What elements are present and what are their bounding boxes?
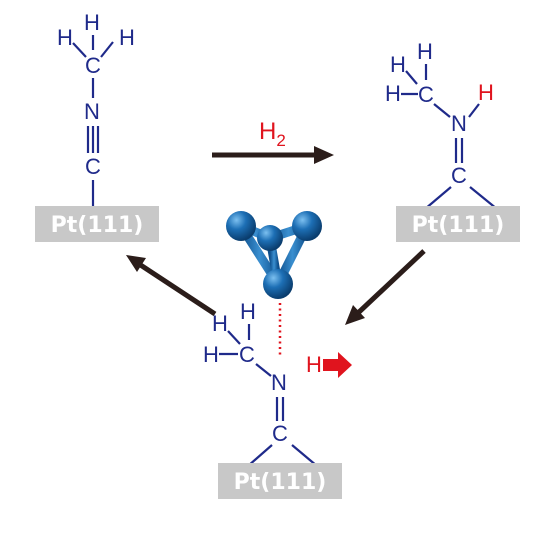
pt-surface-label: Pt(111) — [51, 213, 144, 238]
atom-c: C — [272, 421, 288, 446]
dehydrogenation-arrow — [345, 249, 426, 325]
atom-h: H — [57, 25, 73, 50]
atom-c: C — [85, 154, 101, 179]
arrow-head — [126, 255, 146, 272]
bond-single — [100, 41, 114, 58]
pt-surface-label: Pt(111) — [412, 213, 505, 238]
hydrogenation-arrow: H2 — [212, 118, 334, 164]
arrow-shaft — [356, 249, 426, 315]
return-arrow — [126, 255, 217, 317]
atom-n: N — [84, 99, 100, 124]
bond-single — [227, 330, 241, 345]
bond-single — [433, 103, 451, 118]
atom-h: H — [240, 299, 256, 324]
atom-n: N — [451, 111, 467, 136]
leaving-arrow-icon — [323, 352, 352, 378]
atom-h-added: H — [478, 80, 494, 105]
bond-single — [291, 444, 318, 467]
atom-h: H — [212, 311, 228, 336]
atom-c: C — [418, 82, 434, 107]
pt-surface-box — [218, 463, 342, 499]
bond-single — [255, 363, 272, 377]
atom-h: H — [119, 25, 135, 50]
bond-single — [468, 103, 480, 118]
methyl-aminocarbyne-bottom: H H H C N C Pt(111) — [203, 299, 342, 499]
bond-single — [469, 186, 498, 210]
atom-h: H — [417, 39, 433, 64]
atom-n: N — [271, 370, 287, 395]
atom-h-leaving: H — [306, 352, 322, 377]
cluster-atom — [292, 211, 322, 241]
cluster-atom — [257, 225, 283, 251]
pt-surface-box — [396, 206, 520, 242]
pt-cluster-icon — [226, 211, 322, 299]
cluster-atom — [226, 211, 256, 241]
atom-h: H — [203, 342, 219, 367]
bond-single — [247, 444, 273, 467]
arrow-shaft — [137, 261, 217, 317]
atom-c: C — [85, 53, 101, 78]
leaving-hydrogen: H — [306, 352, 352, 378]
methylaminocarbyne-adsorbed: H H H C N H C Pt(111) — [385, 39, 520, 242]
methyl-isocyanide-adsorbed: H H H C N C Pt(111) — [35, 10, 159, 242]
cluster-atom — [263, 269, 293, 299]
bond-single — [72, 42, 87, 58]
bond-single — [424, 186, 452, 210]
atom-h: H — [385, 81, 401, 106]
arrow-head — [314, 146, 334, 164]
arrow-head — [345, 305, 365, 325]
bond-single — [405, 70, 418, 85]
pt-surface-box — [35, 206, 159, 242]
atom-c: C — [239, 342, 255, 367]
atom-c: C — [451, 163, 467, 188]
h2-label: H2 — [259, 118, 286, 150]
atom-h: H — [84, 10, 100, 35]
atom-h: H — [390, 52, 406, 77]
pt-surface-label: Pt(111) — [234, 470, 327, 495]
